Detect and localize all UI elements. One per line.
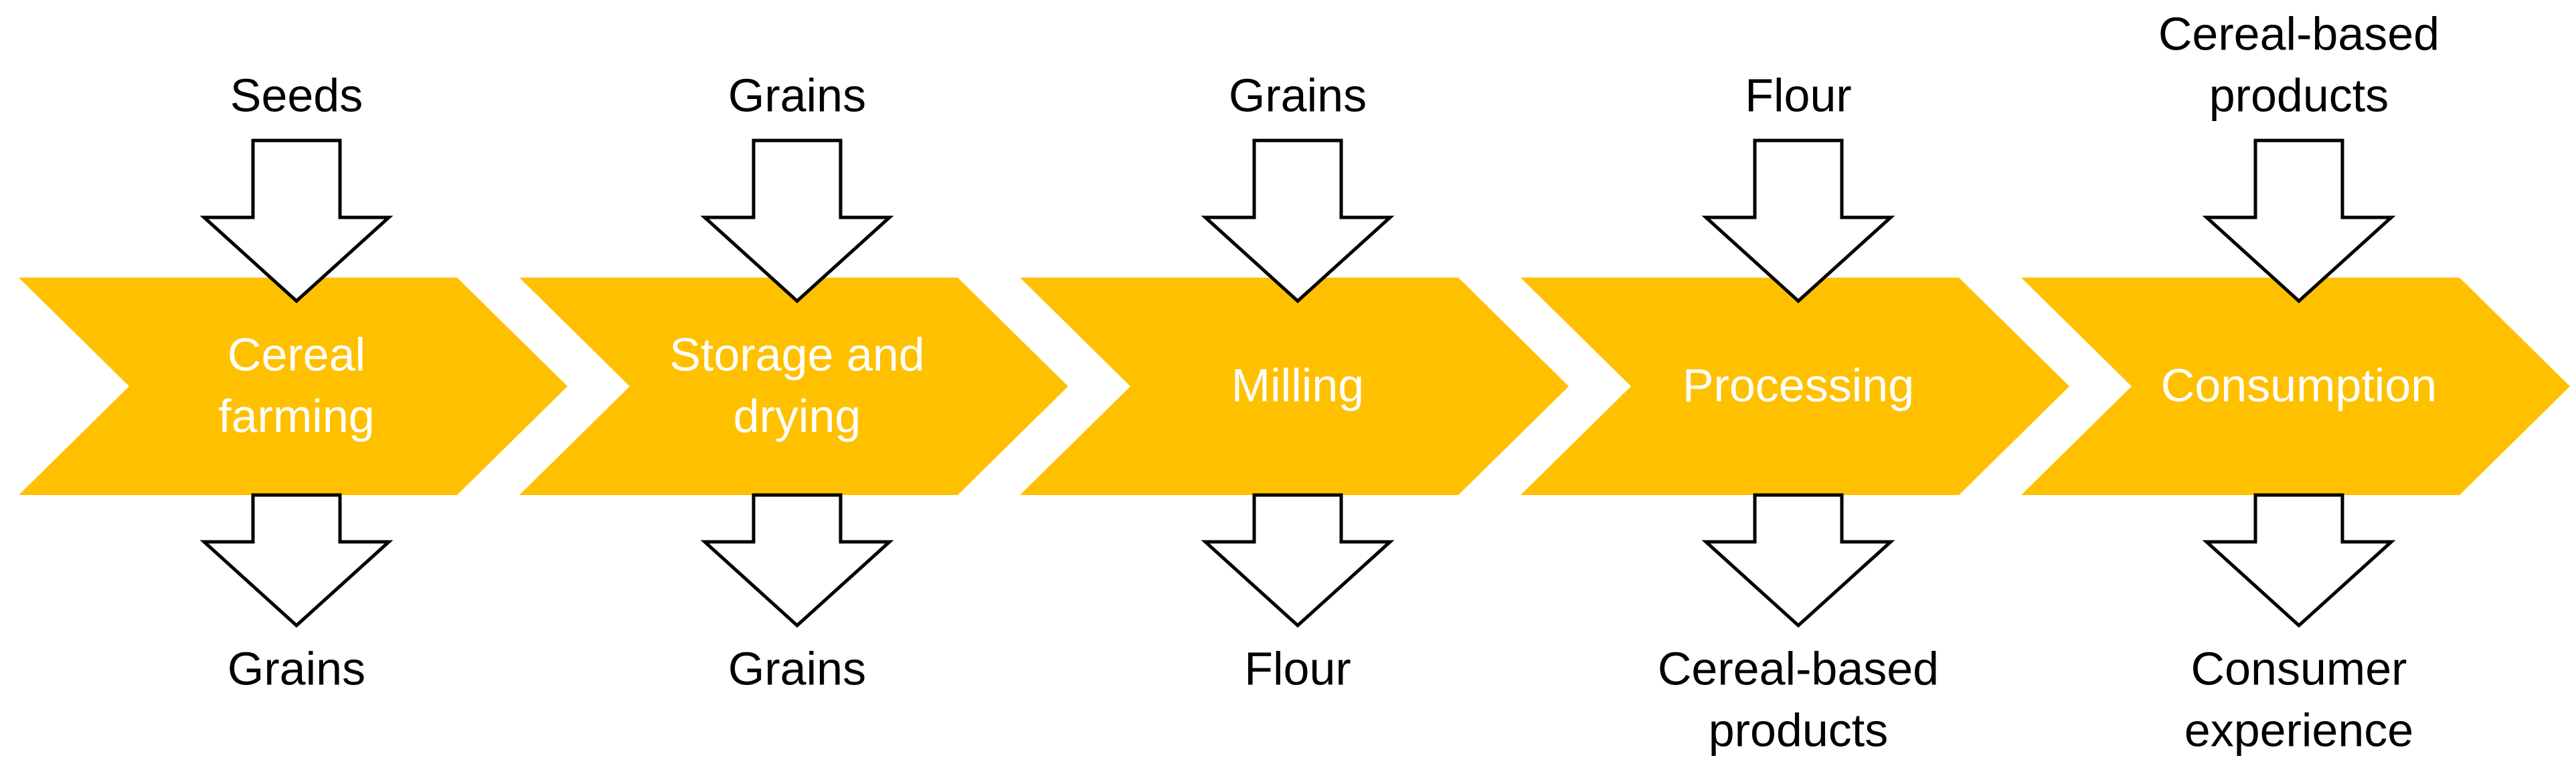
output-label-storage-and-drying: Grains	[728, 642, 866, 694]
output-arrow-milling	[1201, 493, 1395, 628]
chevron-storage-and-drying	[519, 278, 1068, 495]
output-label-consumption: Consumer	[2191, 642, 2407, 694]
io-arrows	[199, 138, 2396, 628]
output-label-cereal-farming: Grains	[228, 642, 365, 694]
output-arrow-storage-and-drying	[700, 493, 894, 628]
output-arrow-cereal-farming	[199, 493, 394, 628]
stage-label-storage-and-drying: drying	[734, 390, 861, 442]
input-arrow-storage-and-drying	[700, 138, 894, 304]
output-label-consumption: experience	[2184, 704, 2413, 756]
input-label-cereal-farming: Seeds	[230, 69, 363, 121]
input-arrow-milling	[1201, 138, 1395, 304]
chevron-cereal-farming	[19, 278, 568, 495]
output-arrow-consumption	[2202, 493, 2396, 628]
output-label-milling: Flour	[1244, 642, 1351, 694]
input-label-milling: Grains	[1229, 69, 1367, 121]
stage-label-consumption: Consumption	[2161, 359, 2437, 411]
stage-label-cereal-farming: farming	[218, 390, 374, 442]
output-label-processing: Cereal-based	[1658, 642, 1939, 694]
input-arrow-cereal-farming	[199, 138, 394, 304]
stage-label-storage-and-drying: Storage and	[669, 328, 924, 381]
output-label-processing: products	[1709, 704, 1888, 756]
input-label-consumption: products	[2209, 69, 2389, 121]
chevron-consumption	[2021, 278, 2570, 495]
output-arrow-processing	[1701, 493, 1895, 628]
input-label-consumption: Cereal-based	[2158, 7, 2439, 60]
chevron-milling	[1020, 278, 1569, 495]
stage-label-processing: Processing	[1683, 359, 1914, 411]
stage-label-cereal-farming: Cereal	[228, 328, 365, 381]
chevron-processing	[1521, 278, 2069, 495]
input-arrow-processing	[1701, 138, 1895, 304]
stage-label-milling: Milling	[1231, 359, 1364, 411]
input-label-processing: Flour	[1745, 69, 1851, 121]
input-arrow-consumption	[2202, 138, 2396, 304]
chevron-row	[19, 278, 2570, 495]
input-label-storage-and-drying: Grains	[728, 69, 866, 121]
